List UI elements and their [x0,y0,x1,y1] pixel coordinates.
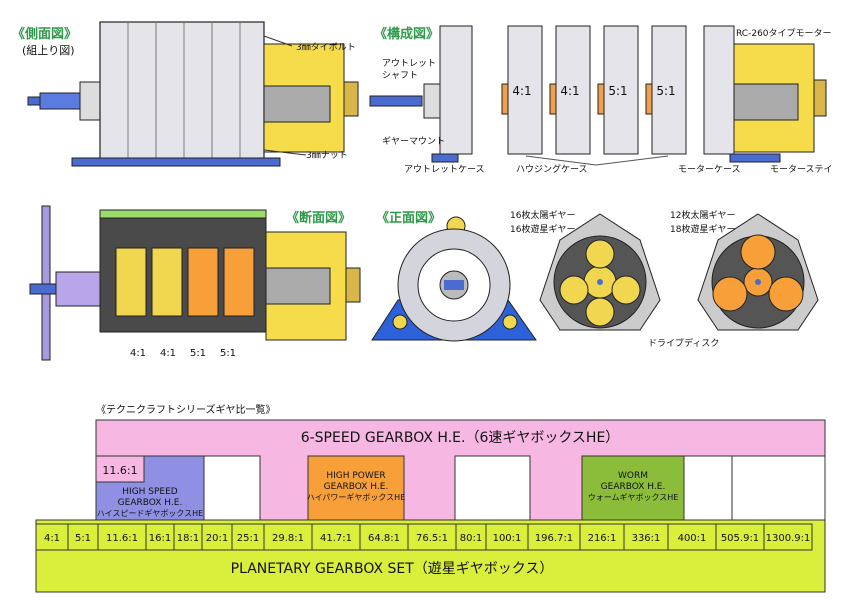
high-power-label-3: ハイパワーギヤボックスHE [307,493,406,502]
ratio-value: 1300.9:1 [766,533,811,544]
outlet-shaft-label-2: シャフト [382,71,418,81]
ratio-value: 25:1 [237,533,259,544]
outlet-case [439,25,473,155]
high-speed-label-1: HIGH SPEED [122,487,178,497]
drive-disc [41,205,51,361]
housing-case-1 [507,25,543,155]
section-view-drawing [29,205,361,361]
high-speed-ratio: 11.6:1 [102,464,137,477]
side-view-title: 《側面図》 [12,26,77,42]
outlet-shaft-label-1: アウトレット [382,58,436,69]
sun16-label: 16枚太陽ギヤー [510,209,575,221]
worm-label-2: GEARBOX H.E. [601,482,666,492]
high-power-region [307,455,405,521]
housing-ratio-2: 4:1 [560,84,579,98]
ratio-value: 76.5:1 [416,533,448,544]
ratio-value: 11.6:1 [106,533,138,544]
stage-gear-3 [187,247,219,317]
section-ratio-4: 5:1 [220,348,236,359]
motor-stay-label: モーターステイ [770,164,833,175]
housing-case-4 [651,25,687,155]
sun12-label: 12枚太陽ギヤー [670,209,735,221]
gear-mount [431,153,459,163]
housing-case-3 [603,25,639,155]
outlet-cap [79,81,101,121]
worm-label-1: WORM [618,471,648,481]
motor-stay [263,85,331,123]
ratio-value: 16:1 [149,533,171,544]
motor-case [703,25,735,155]
motor-label: RC-260タイプモーター [736,28,832,39]
drive-disc-label: ドライブディスク [648,337,719,349]
stage-gear-4 [223,247,255,317]
ratio-row: 4:1 5:1 11.6:1 16:1 18:1 20:1 25:1 29.8:1 41.7:1… [35,523,813,551]
ratio-value: 4:1 [44,533,60,544]
planet16-label: 16枚遊星ギヤー [510,223,575,235]
structure-view-drawing [369,25,827,163]
housing-case-label: ハウジングケース [516,163,588,175]
worm-label-3: ウォームギヤボックスHE [588,493,679,502]
planetary-region [35,519,826,593]
ratio-value: 29.8:1 [272,533,304,544]
motor-stay-plate [729,153,781,163]
housing-ratio-3: 5:1 [608,84,627,98]
gearbox-housing [99,21,265,161]
section-ratio-1: 4:1 [130,348,146,359]
ratio-value: 41.7:1 [320,533,352,544]
high-speed-label-2: GEARBOX H.E. [118,498,183,508]
section-ratio-2: 4:1 [160,348,176,359]
outlet-shaft [369,95,423,107]
planetary-label: PLANETARY GEARBOX SET（遊星ギヤボックス） [231,561,554,577]
housing-ratio-4: 5:1 [656,84,675,98]
section-view-title: 《断面図》 [286,210,351,226]
ratio-value: 505.9:1 [721,533,759,544]
stage-gear-2 [151,247,183,317]
motor-case-label: モーターケース [678,164,741,175]
motor-end [343,81,359,117]
housing-ratio-1: 4:1 [512,84,531,98]
housing-case-2 [555,25,591,155]
ratio-value: 5:1 [75,533,91,544]
worm-region [581,455,685,521]
ratio-value: 100:1 [493,533,522,544]
section-ratio-3: 5:1 [190,348,206,359]
front-view-drawing [371,213,819,342]
gear-mount-label: ギヤーマウント [382,136,445,147]
front-view-title: 《正面図》 [376,210,441,226]
tie-bolt-label: 3㎜タイボルト [296,42,356,53]
ratio-table-title: 《テクニクラフトシリーズギヤ比一覧》 [96,403,276,416]
side-view-subtitle: (組上り図) [22,44,75,57]
ratio-value: 80:1 [460,533,482,544]
high-power-label-1: HIGH POWER [326,471,385,481]
ratio-value: 18:1 [177,533,199,544]
ratio-value: 196.7:1 [535,533,573,544]
six-speed-label: 6-SPEED GEARBOX H.E.（6速ギヤボックスHE） [301,430,620,446]
high-power-label-2: GEARBOX H.E. [324,482,389,492]
side-view-drawing [27,21,359,167]
outlet-case-label: アウトレットケース [404,164,485,175]
ratio-value: 216:1 [588,533,617,544]
structure-view-title: 《構成図》 [374,26,439,42]
ratio-value: 336:1 [632,533,661,544]
nut-label: 3㎜ナット [306,150,348,161]
ratio-value: 20:1 [206,533,228,544]
ratio-cell [763,523,813,551]
planet18-label: 18枚遊星ギヤー [670,223,735,235]
stage-gear-1 [115,247,147,317]
high-speed-label-3: ハイスピードギヤボックスHE [97,509,203,518]
ratio-value: 64.8:1 [368,533,400,544]
ratio-value: 400:1 [678,533,707,544]
mount-plate [71,157,281,167]
